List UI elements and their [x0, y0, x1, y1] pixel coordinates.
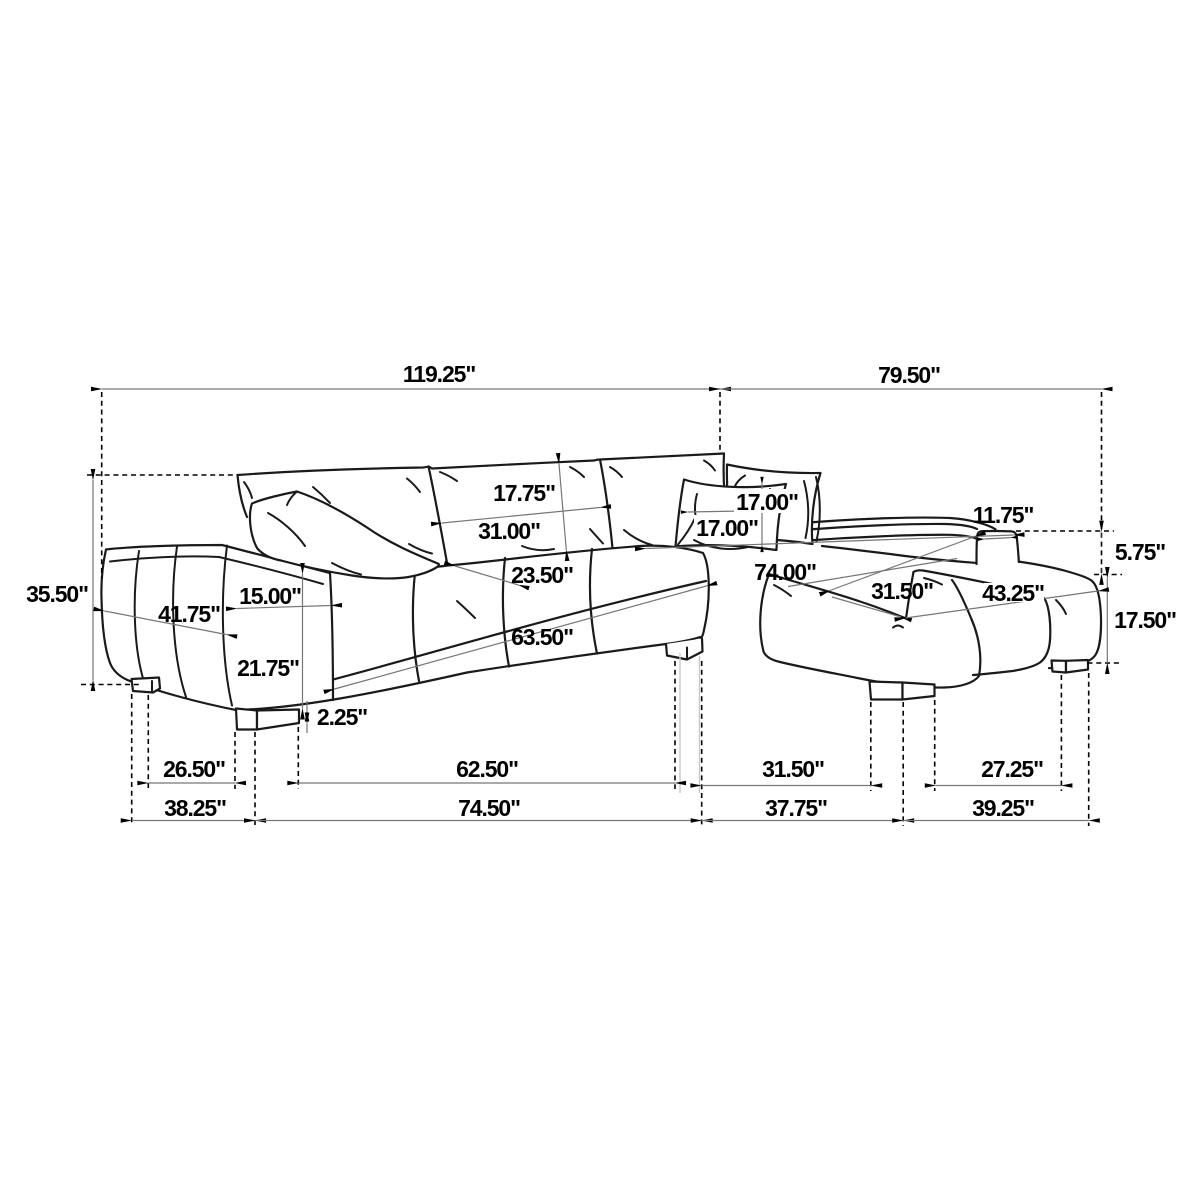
svg-text:21.75": 21.75" [237, 655, 299, 681]
svg-text:31.50": 31.50" [762, 756, 824, 782]
svg-text:63.50": 63.50" [511, 624, 573, 650]
svg-text:39.25": 39.25" [972, 795, 1034, 821]
svg-text:79.50": 79.50" [878, 362, 940, 388]
svg-text:37.75": 37.75" [765, 795, 827, 821]
svg-text:26.50": 26.50" [163, 756, 225, 782]
svg-text:2.25": 2.25" [317, 704, 367, 730]
svg-text:17.00": 17.00" [696, 515, 758, 541]
svg-text:74.50": 74.50" [458, 795, 520, 821]
svg-text:31.00": 31.00" [478, 518, 540, 544]
svg-text:38.25": 38.25" [164, 795, 226, 821]
svg-text:43.25": 43.25" [982, 580, 1044, 606]
svg-text:5.75": 5.75" [1115, 539, 1165, 565]
svg-text:17.00": 17.00" [736, 489, 798, 515]
svg-text:119.25": 119.25" [403, 361, 475, 387]
svg-text:17.50": 17.50" [1114, 607, 1176, 633]
svg-text:23.50": 23.50" [511, 562, 573, 588]
svg-text:11.75": 11.75" [973, 502, 1034, 528]
svg-text:62.50": 62.50" [456, 756, 518, 782]
svg-text:35.50": 35.50" [26, 581, 88, 607]
svg-text:74.00": 74.00" [754, 559, 816, 585]
svg-text:27.25": 27.25" [981, 756, 1043, 782]
svg-text:41.75": 41.75" [158, 601, 220, 627]
svg-text:31.50": 31.50" [871, 578, 933, 604]
svg-text:15.00": 15.00" [239, 583, 301, 609]
svg-text:17.75": 17.75" [493, 480, 555, 506]
